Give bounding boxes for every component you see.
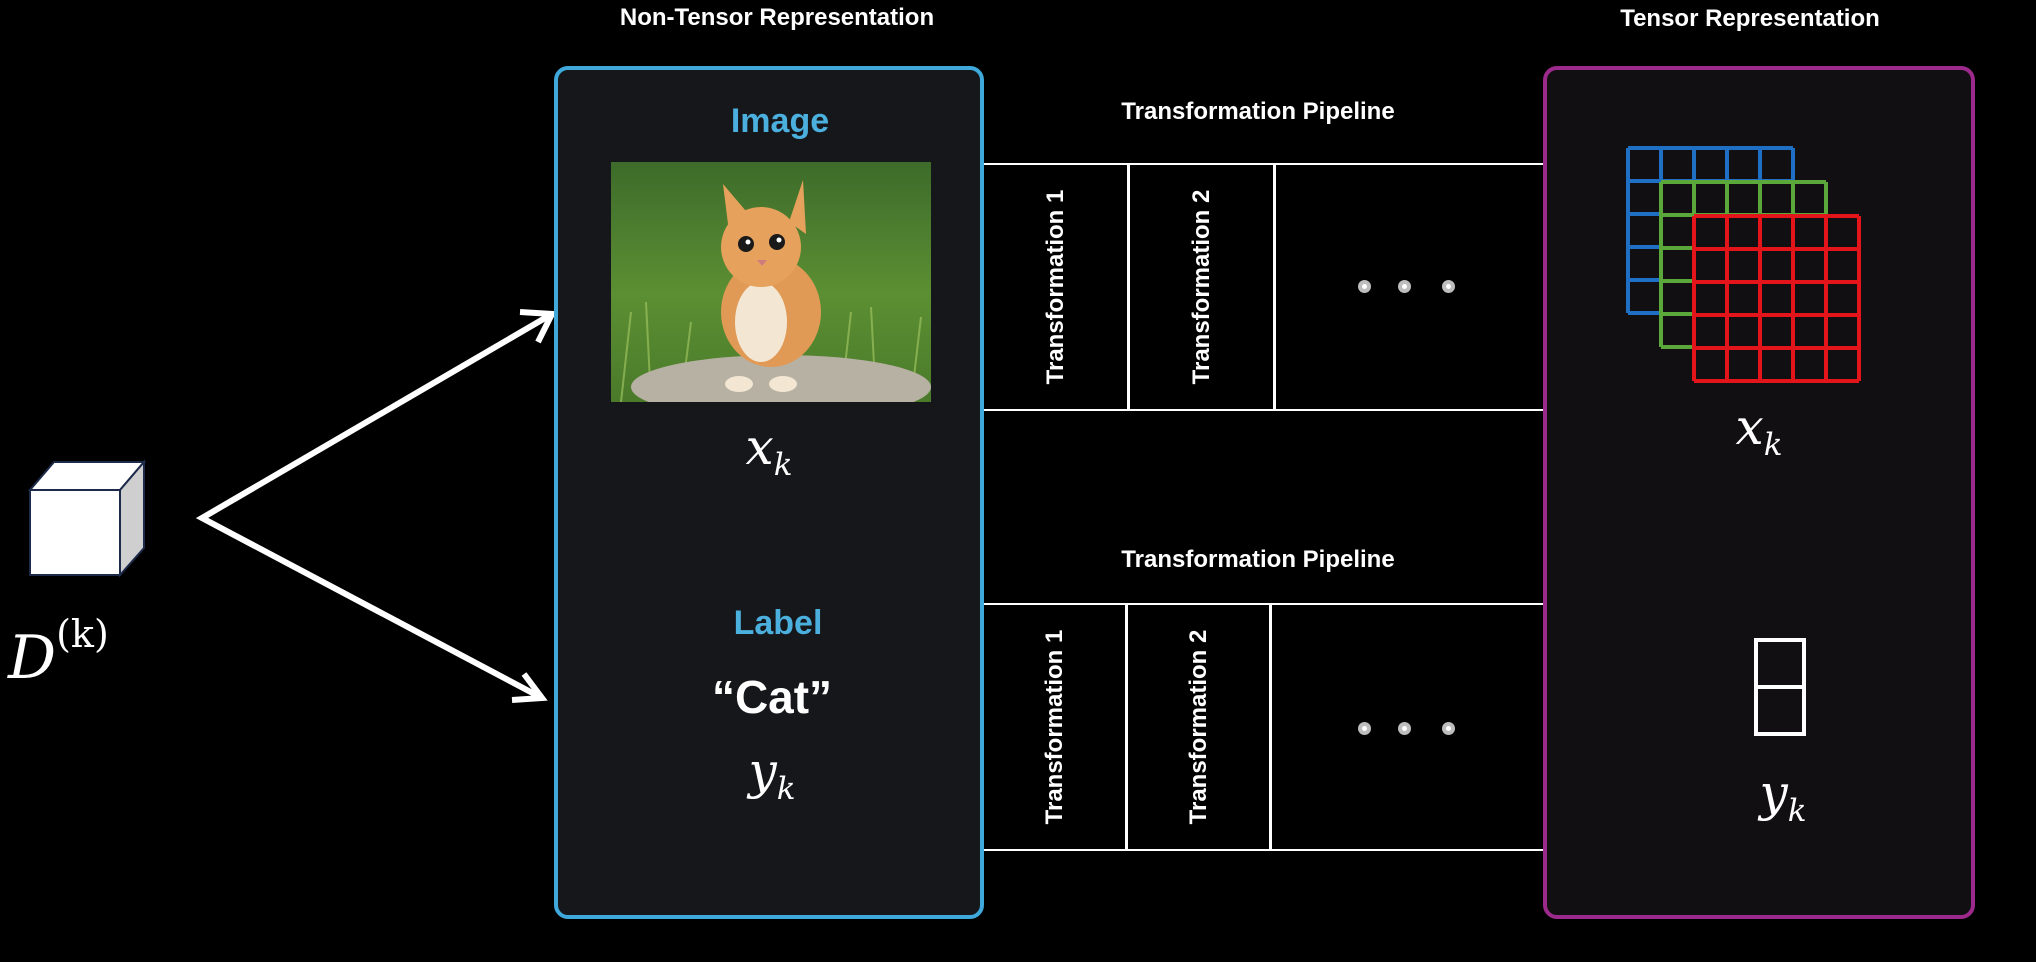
pipeline-1: Transformation 1 Transformation 2 bbox=[984, 163, 1543, 411]
heading-non-tensor: Non-Tensor Representation bbox=[619, 4, 935, 31]
label-var-sub: k bbox=[776, 771, 796, 807]
pipeline-1-stage-2: Transformation 2 bbox=[1130, 165, 1276, 409]
label-value: “Cat” bbox=[711, 671, 833, 723]
dataset-symbol: D(k) bbox=[8, 612, 109, 693]
pipeline-2-stage-2-label: Transformation 2 bbox=[1184, 629, 1212, 825]
label-variable: yk bbox=[554, 742, 990, 807]
image-var-sub: k bbox=[773, 447, 793, 483]
arrow-head-down bbox=[511, 672, 548, 703]
tensor-label-variable: yk bbox=[1543, 764, 2023, 829]
dataset-symbol-letter: D bbox=[8, 623, 57, 693]
pipeline-1-stage-1: Transformation 1 bbox=[984, 165, 1130, 409]
pipeline-2-stage-1-label: Transformation 1 bbox=[1040, 629, 1068, 825]
tensor-image-var-letter: x bbox=[1735, 398, 1764, 456]
ellipsis-icon bbox=[1358, 722, 1458, 738]
channel-grid-red bbox=[1692, 214, 1861, 383]
tensor-image-variable: xk bbox=[1543, 398, 1975, 463]
pipeline-1-stage-1-label: Transformation 1 bbox=[1041, 189, 1069, 385]
image-variable: xk bbox=[554, 418, 984, 483]
ellipsis-icon bbox=[1358, 280, 1458, 296]
label-vector-icon bbox=[1754, 638, 1806, 736]
pipeline-2: Transformation 1 Transformation 2 bbox=[984, 603, 1543, 851]
split-arrows bbox=[195, 309, 557, 703]
tensor-image-var-sub: k bbox=[1763, 427, 1783, 463]
dataset-symbol-superscript: (k) bbox=[56, 612, 109, 656]
pipeline-1-stage-2-label: Transformation 2 bbox=[1187, 189, 1215, 385]
label-var-letter: y bbox=[748, 742, 777, 800]
pipeline-title-1: Transformation Pipeline bbox=[1121, 98, 1395, 125]
image-var-letter: x bbox=[745, 418, 774, 476]
tensor-label-var-sub: k bbox=[1787, 793, 1807, 829]
cube-icon bbox=[27, 459, 146, 578]
heading-tensor: Tensor Representation bbox=[1620, 5, 1880, 32]
kitten-photo bbox=[611, 162, 931, 402]
label-title: Label bbox=[733, 604, 823, 642]
tensor-channels-icon bbox=[1626, 146, 1861, 383]
tensor-label-var-letter: y bbox=[1759, 764, 1788, 822]
pipeline-2-stage-2: Transformation 2 bbox=[1128, 605, 1272, 849]
pipeline-title-2: Transformation Pipeline bbox=[1121, 546, 1395, 573]
image-title: Image bbox=[730, 102, 830, 140]
arrow-head-up bbox=[519, 309, 557, 344]
pipeline-2-stage-1: Transformation 1 bbox=[984, 605, 1128, 849]
